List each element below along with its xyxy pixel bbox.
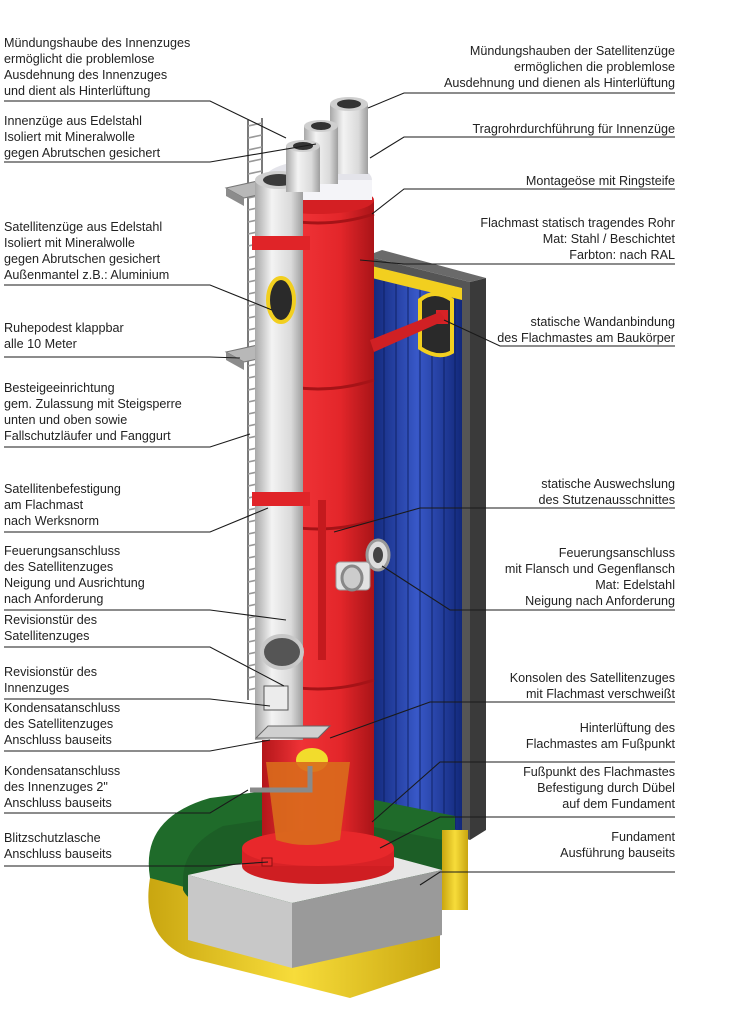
label-satellite-consoles: Konsolen des Satellitenzuges mit Flachma… — [509, 671, 675, 701]
label-satellite-fastening: Satellitenbefestigung am Flachmast nach … — [4, 482, 121, 528]
label-satellite-caps: Mündungshauben der Satellitenzüge ermögl… — [443, 44, 675, 90]
label-satellite-firing-connection: Feuerungsanschluss des Satellitenzuges N… — [4, 544, 145, 606]
satellite-strap-top — [252, 236, 310, 250]
wall-cladding-ribs — [383, 270, 456, 829]
mast-foot-details — [250, 725, 350, 867]
label-mounting-eye: Montageöse mit Ringsteife — [525, 174, 675, 188]
label-rear-ventilation: Hinterlüftung des Flachmastes am Fußpunk… — [525, 721, 675, 751]
mast-cutout-reinforcement — [318, 500, 326, 660]
leader-lines — [4, 92, 675, 886]
label-foundation: Fundament Ausführung bauseits — [560, 830, 675, 860]
label-inner-inspection-door: Revisionstür des Innenzuges — [4, 665, 98, 695]
satellite-inspection-door — [266, 276, 296, 324]
label-flat-mast: Flachmast statisch tragendes Rohr Mat: S… — [480, 216, 675, 262]
label-inner-condensate: Kondensatanschluss des Innenzuges 2" Ans… — [4, 764, 121, 810]
label-mast-foot: Fußpunkt des Flachmastes Befestigung dur… — [523, 765, 675, 811]
label-lightning-lug: Blitzschutzlasche Anschluss bauseits — [4, 831, 112, 861]
label-wall-connection: statische Wandanbindung des Flachmastes … — [497, 315, 675, 345]
label-satellite-flues: Satellitenzüge aus Edelstahl Isoliert mi… — [4, 220, 170, 282]
satellite-flue — [252, 171, 310, 740]
label-rest-platform: Ruhepodest klappbar alle 10 Meter — [4, 321, 124, 351]
wall-opening — [418, 292, 454, 358]
label-firing-connection: Feuerungsanschluss mit Flansch und Gegen… — [504, 546, 675, 608]
satellite-console — [254, 725, 332, 739]
inner-flue-caps — [286, 97, 368, 192]
building-wall — [366, 250, 486, 840]
ladder-rung — [247, 170, 263, 175]
inner-flue-door — [263, 685, 289, 711]
label-climbing-device: Besteigeeinrichtung gem. Zulassung mit S… — [4, 381, 182, 443]
label-satellite-condensate: Kondensatanschluss des Satellitenzuges A… — [4, 701, 121, 747]
label-support-tube-passage: Tragrohrdurchführung für Innenzüge — [472, 122, 675, 136]
wall-tie-beam — [370, 312, 446, 352]
foundation-yellow-side — [442, 830, 468, 910]
ladder-rung — [247, 158, 263, 163]
satellite-flue-connection — [260, 634, 304, 670]
label-satellite-inspection-door: Revisionstür des Satellitenzuges — [4, 613, 98, 643]
label-inner-flues: Innenzüge aus Edelstahl Isoliert mit Min… — [4, 114, 161, 160]
label-cutout-reinforcement: statische Auswechslung des Stutzenaussch… — [538, 477, 675, 507]
firing-connection-flange — [335, 538, 391, 592]
ladder-rung — [247, 134, 263, 139]
satellite-strap-mid — [252, 492, 310, 506]
inner-condensate-pipe — [250, 766, 313, 793]
ladder-rung — [247, 146, 263, 151]
inner-condensate-chamber — [266, 762, 350, 845]
ladder-rung — [247, 122, 263, 127]
label-inner-flue-cap: Mündungshaube des Innenzuges ermöglicht … — [4, 36, 191, 98]
